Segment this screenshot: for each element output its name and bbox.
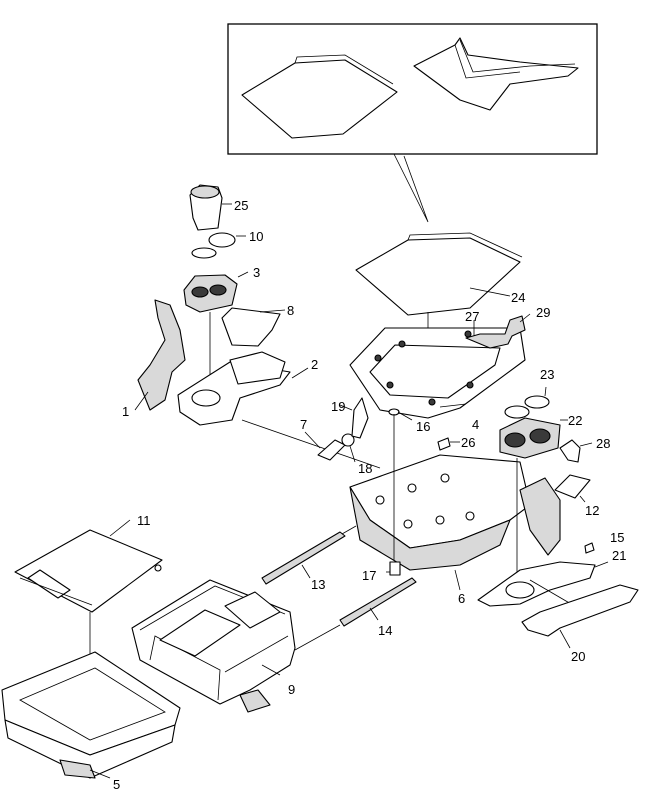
- boot-ring-part-10: [191, 232, 246, 259]
- cup-ring-part-23: [504, 386, 550, 419]
- rear-bracket-part-21: [477, 477, 609, 616]
- rail-part-13: [261, 525, 357, 585]
- screw-part-26: [437, 437, 460, 451]
- callout-19: 19: [331, 399, 345, 414]
- callout-12: 12: [585, 503, 599, 518]
- callout-5: 5: [113, 777, 120, 792]
- bracket-part-18: [341, 433, 356, 463]
- callout-2: 2: [311, 357, 318, 372]
- detail-inset: [227, 23, 598, 223]
- clip-part-15: [584, 542, 595, 554]
- callout-26: 26: [461, 435, 475, 450]
- callout-14: 14: [378, 623, 392, 638]
- latch-part-28: [559, 439, 593, 463]
- callout-20: 20: [571, 649, 585, 664]
- trim-strip-part-20: [521, 584, 639, 649]
- tray-part-5: [1, 651, 181, 779]
- callout-25: 25: [234, 198, 248, 213]
- cup-holder-part-22: [499, 417, 568, 590]
- side-bracket-part-1: [134, 299, 186, 411]
- top-frame-part-4: [349, 327, 526, 419]
- callout-6: 6: [458, 591, 465, 606]
- callout-11: 11: [137, 513, 151, 528]
- callout-22: 22: [568, 413, 582, 428]
- callout-27: 27: [465, 309, 479, 324]
- shift-bezel-part-3: [183, 271, 249, 400]
- lower-frame-part-9: [131, 579, 341, 713]
- link-part-19: [339, 397, 369, 439]
- console-body-part-6: [349, 454, 531, 591]
- callout-labels: 1 2 3 4 5 6 7 8 9 10 11 12 13 14 15 16 1…: [113, 198, 626, 792]
- callout-8: 8: [287, 303, 294, 318]
- screw-part-16: [388, 408, 413, 560]
- callout-28: 28: [596, 436, 610, 451]
- callout-23: 23: [540, 367, 554, 382]
- shift-knob-part-25: [189, 184, 232, 231]
- actuator-part-7: [304, 431, 346, 461]
- callout-29: 29: [536, 305, 550, 320]
- screw-part-17: [386, 561, 401, 576]
- callout-4: 4: [472, 417, 479, 432]
- callout-24: 24: [511, 290, 525, 305]
- trim-plate-part-8: [221, 307, 286, 347]
- callout-15: 15: [610, 530, 624, 545]
- cover-plate-part-12: [554, 474, 591, 503]
- callout-16: 16: [416, 419, 430, 434]
- callout-18: 18: [358, 461, 372, 476]
- callout-9: 9: [288, 682, 295, 697]
- rail-part-14: [339, 577, 417, 627]
- callout-13: 13: [311, 577, 325, 592]
- callout-3: 3: [253, 265, 260, 280]
- callout-10: 10: [249, 229, 263, 244]
- clip-parts-27-29: [465, 313, 531, 349]
- callout-17: 17: [362, 568, 376, 583]
- callout-7: 7: [300, 417, 307, 432]
- base-plate-part-2: [177, 351, 309, 426]
- callout-1: 1: [122, 404, 129, 419]
- callout-21: 21: [612, 548, 626, 563]
